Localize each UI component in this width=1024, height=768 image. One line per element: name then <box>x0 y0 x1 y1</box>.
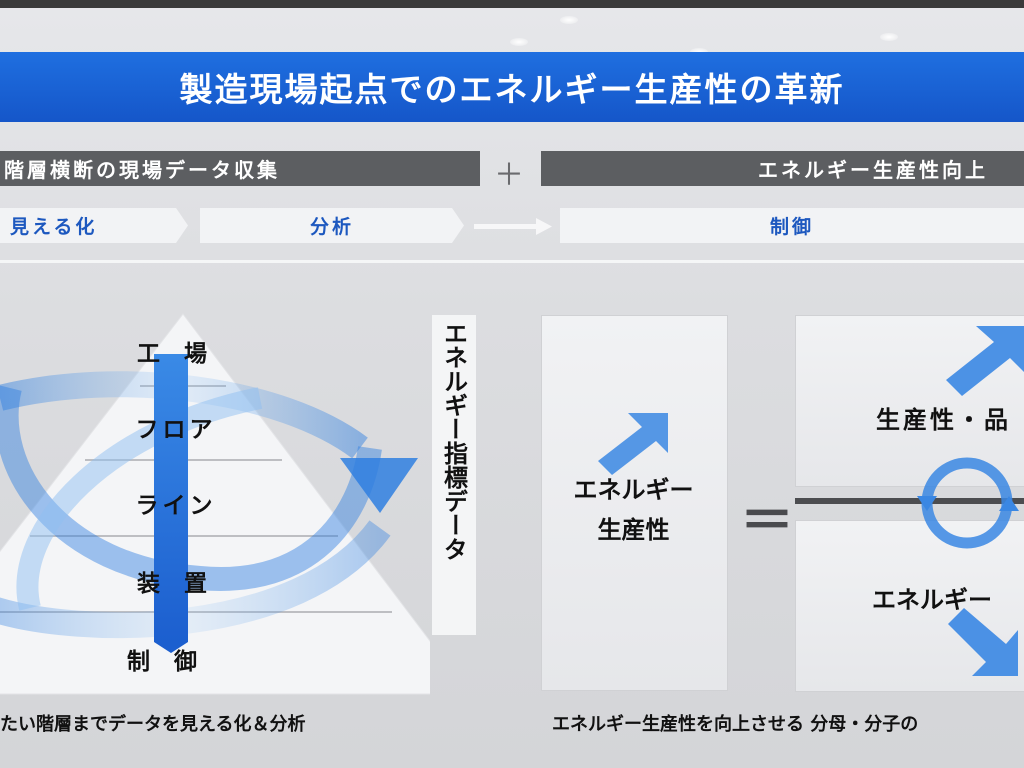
energy-productivity-label-line1: エネルギー <box>573 476 694 504</box>
left-section-header-text: 階層横断の現場データ収集 <box>4 158 280 182</box>
fraction-line <box>795 498 1024 504</box>
plus-sign: ＋ <box>494 158 524 193</box>
right-section-header-text: エネルギー生産性向上 <box>758 158 988 182</box>
step-control-label: 制御 <box>769 216 814 238</box>
divider-line <box>0 260 1024 263</box>
right-arrow-icon <box>474 218 552 235</box>
hierarchy-pyramid-diagram <box>0 313 430 695</box>
right-section-header: エネルギー生産性向上 <box>541 151 1024 186</box>
left-section-header: 階層横断の現場データ収集 <box>0 151 480 186</box>
step-control: 制御 <box>560 208 1024 243</box>
cycle-arrows-icon <box>917 457 1019 549</box>
right-caption: エネルギー生産性を向上させる 分母・分子の <box>552 714 919 735</box>
up-right-arrow-icon <box>598 413 668 475</box>
ceiling-light-reflection <box>510 38 528 46</box>
pyramid-level-floor: フロア <box>135 417 217 443</box>
left-caption: たい階層までデータを見える化＆分析 <box>0 714 306 735</box>
up-right-arrow-icon <box>946 326 1024 396</box>
energy-label: エネルギー <box>872 586 992 614</box>
down-right-arrow-icon <box>948 608 1018 676</box>
step-analyze: 分析 <box>200 208 464 243</box>
energy-productivity-label-line2: 生産性 <box>597 516 670 544</box>
step-visualize: 見える化 <box>0 208 188 243</box>
pyramid-level-equipment: 装 置 <box>136 571 215 597</box>
pyramid-level-factory: 工 場 <box>136 341 215 367</box>
equals-sign: ＝ <box>740 489 794 552</box>
energy-indicator-data-label: エネルギー指標データ <box>432 315 476 635</box>
ceiling-light-reflection <box>560 16 578 24</box>
slide-title: 製造現場起点でのエネルギー生産性の革新 <box>179 70 845 109</box>
step-visualize-label: 見える化 <box>10 216 98 238</box>
presentation-screen: 製造現場起点でのエネルギー生産性の革新 階層横断の現場データ収集 ＋ エネルギー… <box>0 8 1024 768</box>
step-analyze-label: 分析 <box>309 216 354 238</box>
slide-title-bar: 製造現場起点でのエネルギー生産性の革新 <box>0 52 1024 122</box>
productivity-quality-label: 生産性・品 <box>876 406 1011 434</box>
energy-productivity-box <box>541 315 728 691</box>
productivity-quality-box <box>795 315 1024 487</box>
pyramid-level-line: ライン <box>135 493 217 519</box>
ceiling-light-reflection <box>880 33 898 41</box>
pyramid-level-control: 制 御 <box>126 649 205 675</box>
